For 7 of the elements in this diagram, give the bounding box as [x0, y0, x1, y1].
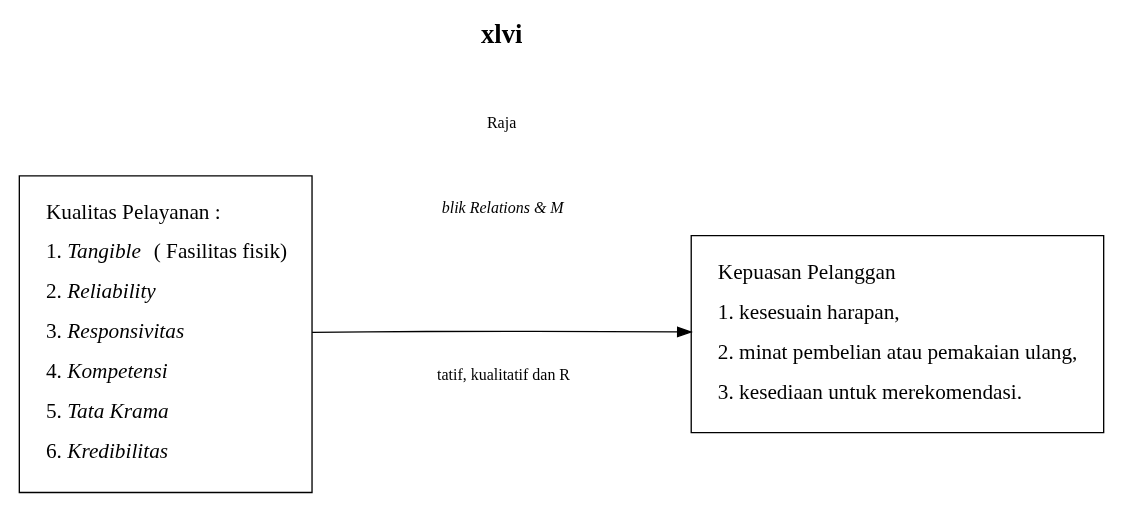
label: tatif, kualitatif dan R [436, 365, 570, 383]
label: blik Relations & M [441, 199, 564, 217]
label: xlvi [480, 18, 522, 49]
node-box: Kualitas Pelayanan : 1. Tangible ( Fasilitas fisik) 2. Reliability 3. Responsivitas 4. Kompetensi 5. Tata Krama 6. Kredibilitas [18, 175, 313, 494]
arrow [310, 326, 693, 338]
node-box: Kepuasan Pelanggan 1. kesesuain harapan, 2. minat pembelian atau pemakaian ulang, 3. kesediaan untuk merekomendasi. [690, 235, 1104, 434]
label: Raja [486, 114, 516, 132]
